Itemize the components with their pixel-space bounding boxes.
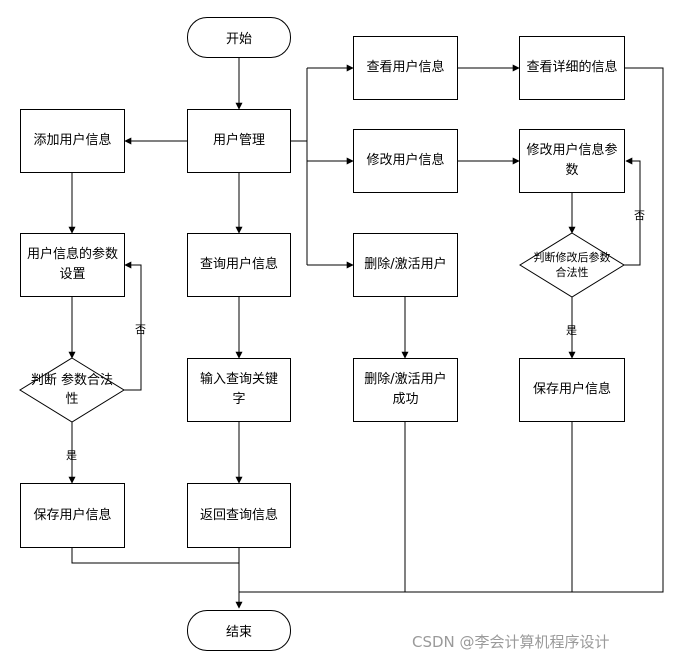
add-user-label: 添加用户信息 <box>33 133 112 148</box>
input-keyword-label: 输入查询关键字 <box>199 372 278 407</box>
csdn-watermark: CSDN @李会计算机程序设计 <box>412 633 610 651</box>
judge-left-text: 判断 参数合法性 <box>30 366 114 414</box>
input-keyword-node: 输入查询关键字 <box>187 358 291 422</box>
add-user-node: 添加用户信息 <box>20 109 125 173</box>
save-left-label: 保存用户信息 <box>33 507 112 523</box>
save-right-node: 保存用户信息 <box>519 358 625 422</box>
left-no-label: 否 <box>135 323 146 336</box>
return-query-node: 返回查询信息 <box>187 483 291 548</box>
toggle-user-node: 删除/激活用户 <box>353 233 458 297</box>
judge-right-text: 判断修改后参数合法性 <box>530 245 614 285</box>
save-left-node: 保存用户信息 <box>20 483 125 548</box>
view-user-label: 查看用户信息 <box>366 60 445 75</box>
return-query-label: 返回查询信息 <box>199 507 278 523</box>
toggle-success-label: 删除/激活用户成功 <box>364 372 447 407</box>
query-user-label: 查询用户信息 <box>199 257 278 272</box>
judge-left-label: 判断 参数合法性 <box>30 373 114 407</box>
save-right-label: 保存用户信息 <box>532 382 611 397</box>
judge-right-diamond <box>519 232 625 298</box>
left-yes-label: 是 <box>66 449 77 462</box>
edit-user-label: 修改用户信息 <box>366 153 445 168</box>
right-no-label: 否 <box>634 209 645 222</box>
toggle-success-node: 删除/激活用户成功 <box>353 358 458 422</box>
edit-params-label: 修改用户信息参数 <box>526 143 618 178</box>
start-label: 开始 <box>225 32 252 47</box>
view-detail-node: 查看详细的信息 <box>519 36 625 100</box>
view-user-node: 查看用户信息 <box>353 36 458 100</box>
query-user-node: 查询用户信息 <box>187 233 291 297</box>
param-setting-label: 用户信息的参数设置 <box>27 247 119 282</box>
start-node: 开始 <box>187 17 291 58</box>
edit-params-node: 修改用户信息参数 <box>519 129 625 193</box>
user-management-label: 用户管理 <box>212 133 265 148</box>
toggle-user-label: 删除/激活用户 <box>364 257 447 272</box>
end-node: 结束 <box>187 610 291 651</box>
edit-user-node: 修改用户信息 <box>353 129 458 193</box>
user-management-node: 用户管理 <box>187 109 291 173</box>
end-label: 结束 <box>225 625 252 640</box>
param-setting-node: 用户信息的参数设置 <box>20 233 125 297</box>
judge-right-label: 判断修改后参数合法性 <box>533 251 611 279</box>
right-yes-label: 是 <box>566 324 577 337</box>
judge-left-diamond <box>19 357 125 423</box>
view-detail-label: 查看详细的信息 <box>526 60 618 75</box>
